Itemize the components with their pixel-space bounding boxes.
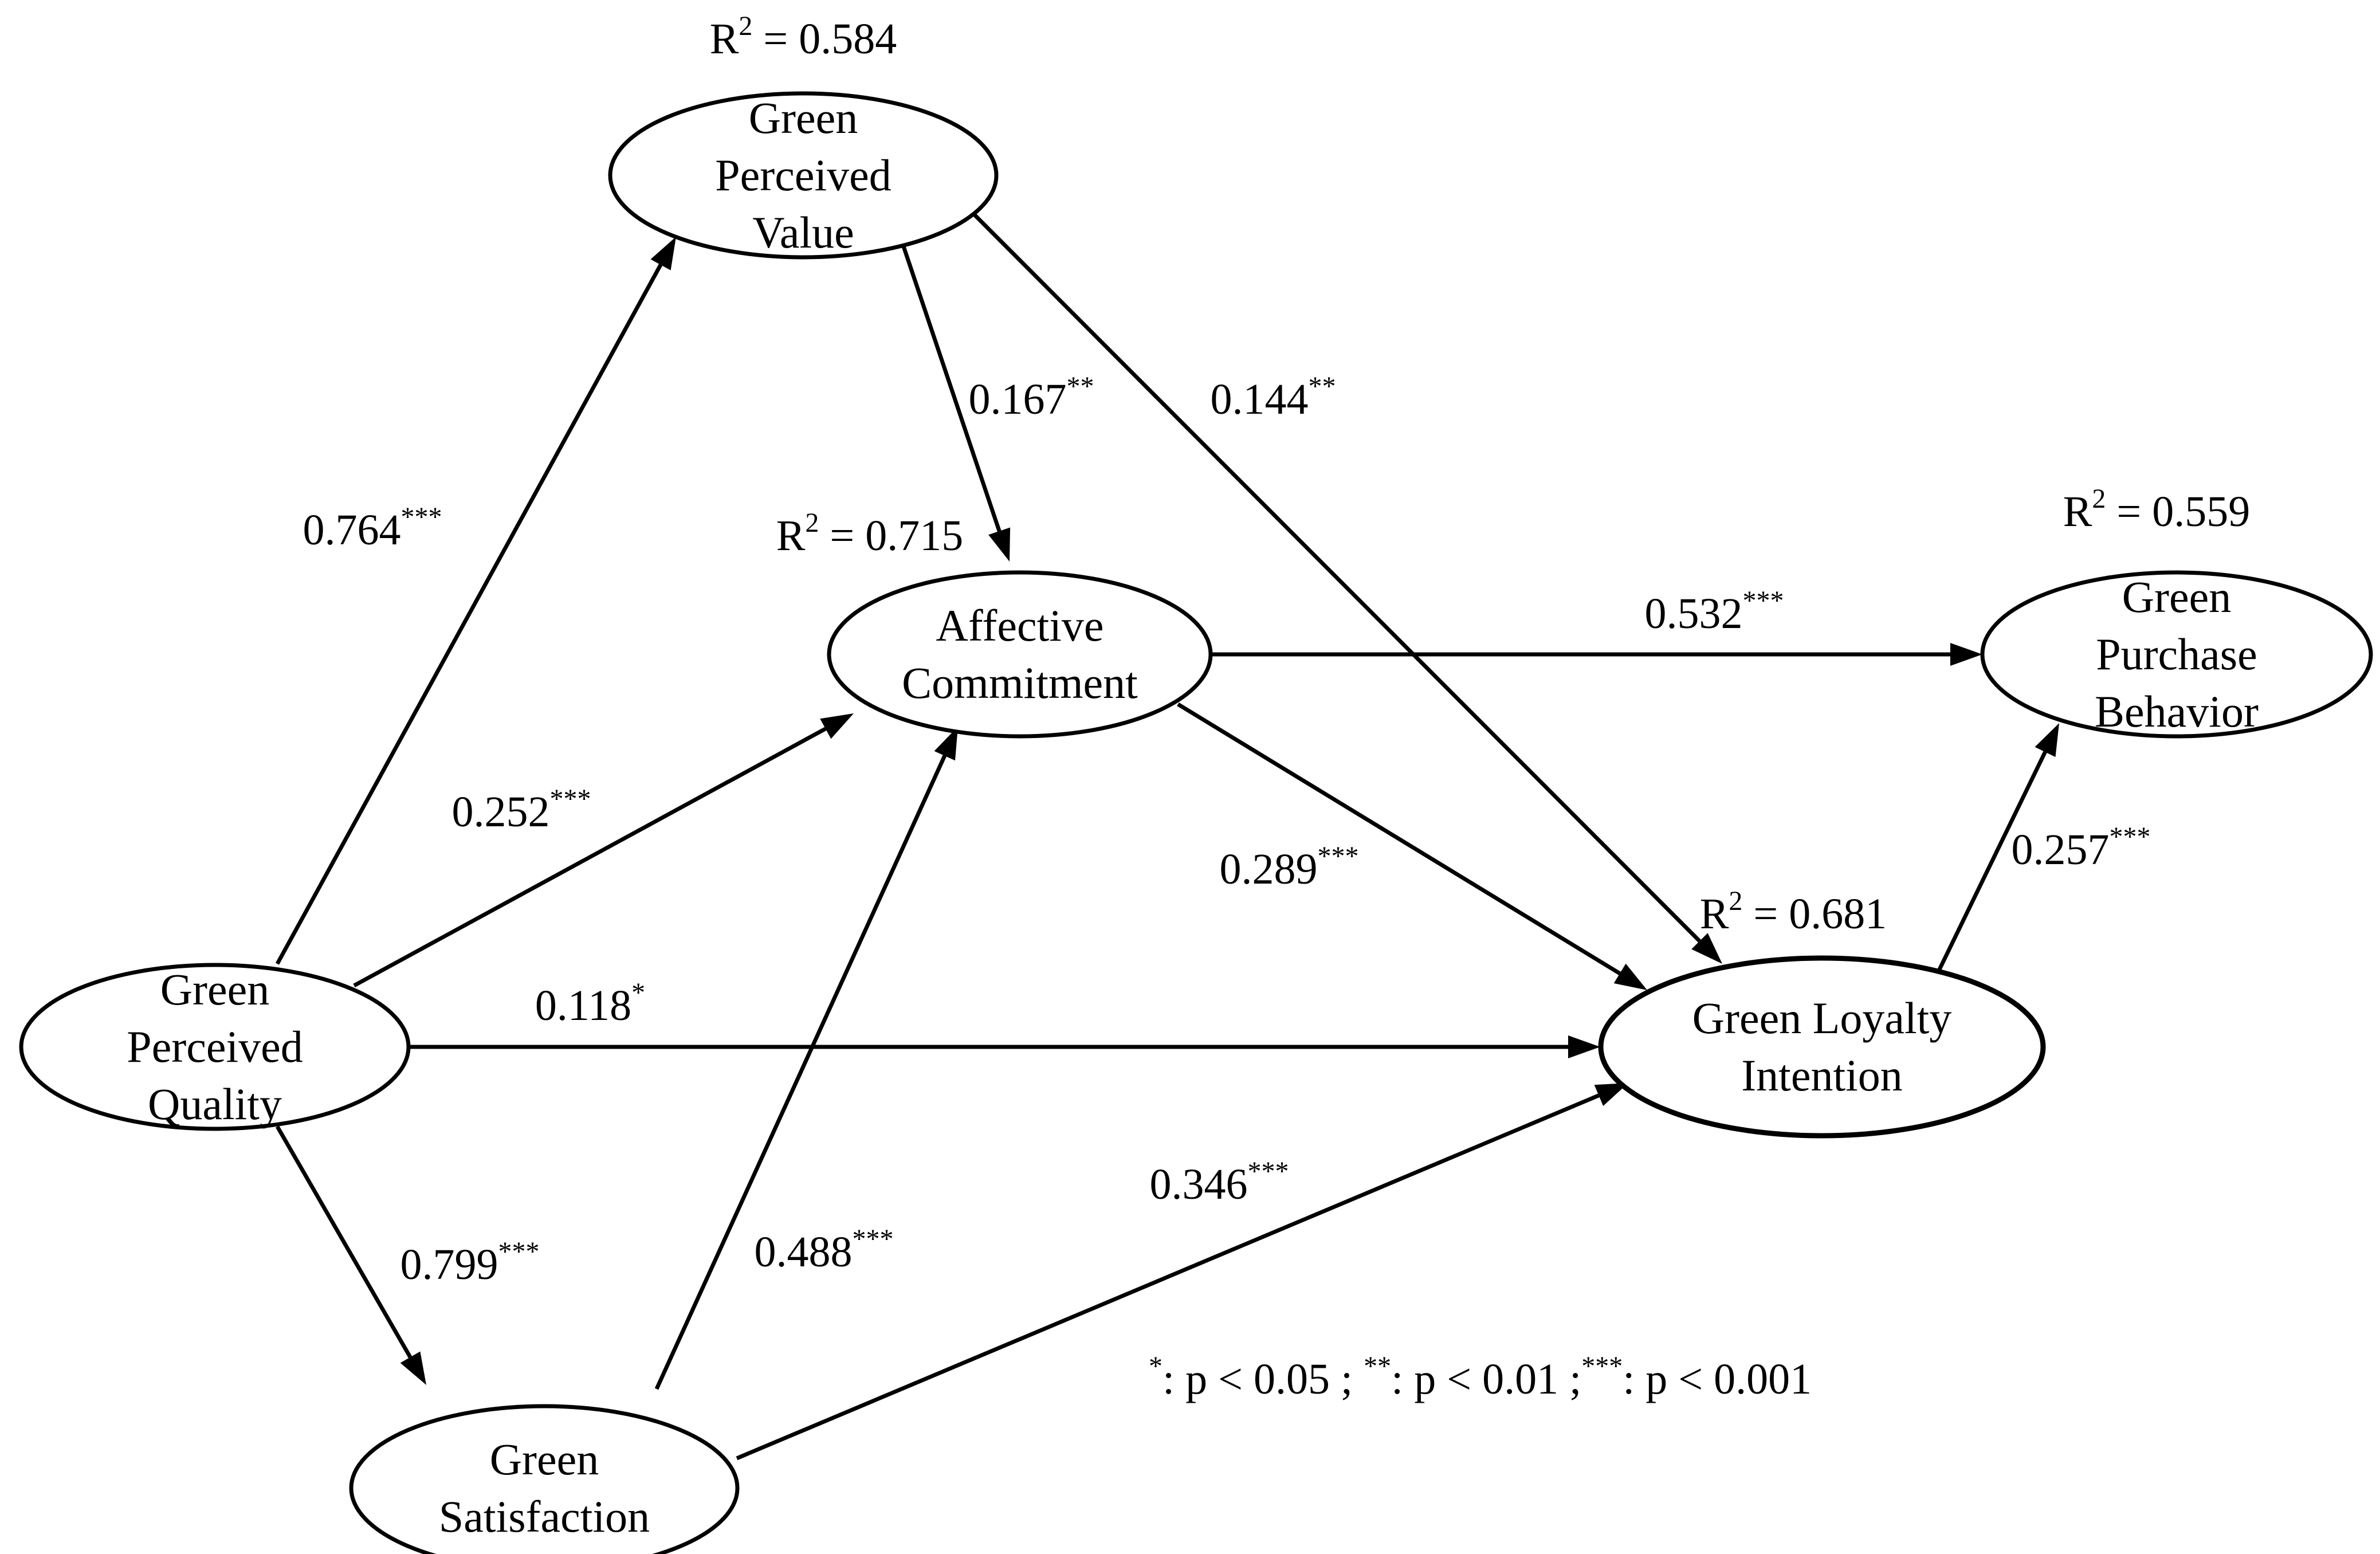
path-line — [654, 755, 946, 1390]
path-ac-gli — [1177, 703, 1647, 990]
arrowhead-icon — [820, 713, 854, 739]
path-gpq-gpv — [275, 237, 676, 965]
construct-label: Value — [752, 207, 854, 257]
construct-label: Satisfaction — [439, 1492, 650, 1541]
r-squared-label: R2 = 0.715 — [776, 508, 964, 560]
coefficient-label: 0.118* — [535, 978, 645, 1030]
construct-label: Behavior — [2095, 686, 2259, 736]
path-gpv-ac — [901, 245, 1011, 562]
path-gpv-gli — [973, 213, 1722, 964]
construct-ellipse — [608, 91, 999, 260]
path-line — [275, 264, 663, 965]
construct-ellipse — [1980, 570, 2373, 739]
construct-label: Green — [749, 93, 858, 143]
path-gpq-gs — [275, 1125, 426, 1385]
coefficient-label: 0.289*** — [1220, 841, 1359, 893]
construct-label: Intention — [1741, 1050, 1903, 1100]
arrowhead-icon — [1568, 1035, 1600, 1058]
path-line — [275, 1125, 413, 1359]
construct-ellipse — [349, 1404, 740, 1554]
construct-ellipse — [827, 570, 1213, 739]
coefficients-layer: 0.764*** 0.167** 0.144** 0.252*** 0.532*** 0.… — [303, 11, 2251, 1289]
coefficient-label: 0.799*** — [400, 1237, 540, 1289]
construct-label: Perceived — [127, 1022, 303, 1072]
coefficient-label: 0.764*** — [303, 502, 442, 554]
arrowhead-icon — [1594, 1083, 1628, 1106]
r-squared-label: R2 = 0.559 — [2063, 484, 2251, 536]
arrowhead-icon — [650, 237, 676, 270]
construct-label: Green — [490, 1434, 599, 1484]
paths-layer — [275, 213, 2059, 1461]
path-ac-gpb — [1212, 643, 1982, 666]
path-line — [353, 727, 827, 988]
path-gpq-gli — [408, 1035, 1600, 1058]
path-gs-ac — [654, 727, 958, 1390]
path-gs-gli — [736, 1083, 1628, 1461]
construct-label: Green — [160, 964, 270, 1014]
coefficient-label: 0.144** — [1211, 371, 1336, 423]
construct-label: Green Loyalty — [1692, 993, 1952, 1043]
arrowhead-icon — [988, 527, 1011, 562]
coefficient-label: 0.488*** — [755, 1224, 894, 1276]
path-line — [901, 245, 1002, 532]
arrowhead-icon — [934, 727, 958, 761]
path-gpq-ac — [353, 713, 854, 988]
r-squared-label: R2 = 0.681 — [1700, 886, 1887, 938]
construct-label: Commitment — [902, 658, 1138, 708]
construct-label: Perceived — [715, 150, 891, 200]
constructs-layer: GreenPerceivedValueAffectiveCommitmentGr… — [19, 91, 2373, 1554]
significance-legend-text: *: p < 0.05 ; **: p < 0.01 ;***: p < 0.0… — [1149, 1351, 1812, 1403]
path-line — [973, 213, 1701, 943]
significance-legend: *: p < 0.05 ; **: p < 0.01 ;***: p < 0.0… — [1149, 1351, 1812, 1403]
r-squared-label: R2 = 0.584 — [710, 11, 897, 63]
path-line — [1177, 703, 1621, 975]
construct-label: Green — [2122, 572, 2232, 622]
path-line — [736, 1093, 1600, 1461]
construct-ellipse — [19, 963, 411, 1131]
arrowhead-icon — [1691, 933, 1722, 964]
coefficient-label: 0.257*** — [2012, 822, 2151, 874]
path-line — [1937, 751, 2047, 972]
arrowhead-icon — [1950, 643, 1982, 666]
construct-label: Purchase — [2096, 629, 2257, 679]
construct-ellipse — [1598, 955, 2046, 1139]
arrowhead-icon — [2035, 723, 2059, 758]
arrowhead-icon — [1613, 963, 1647, 990]
arrowhead-icon — [400, 1351, 426, 1385]
construct-label: Affective — [936, 601, 1103, 650]
coefficient-label: 0.346*** — [1150, 1156, 1289, 1208]
construct-label: Quality — [148, 1079, 282, 1129]
coefficient-label: 0.252*** — [452, 784, 591, 836]
path-gli-gpb — [1937, 723, 2059, 972]
coefficient-label: 0.167** — [969, 371, 1094, 423]
coefficient-label: 0.532*** — [1645, 586, 1784, 638]
